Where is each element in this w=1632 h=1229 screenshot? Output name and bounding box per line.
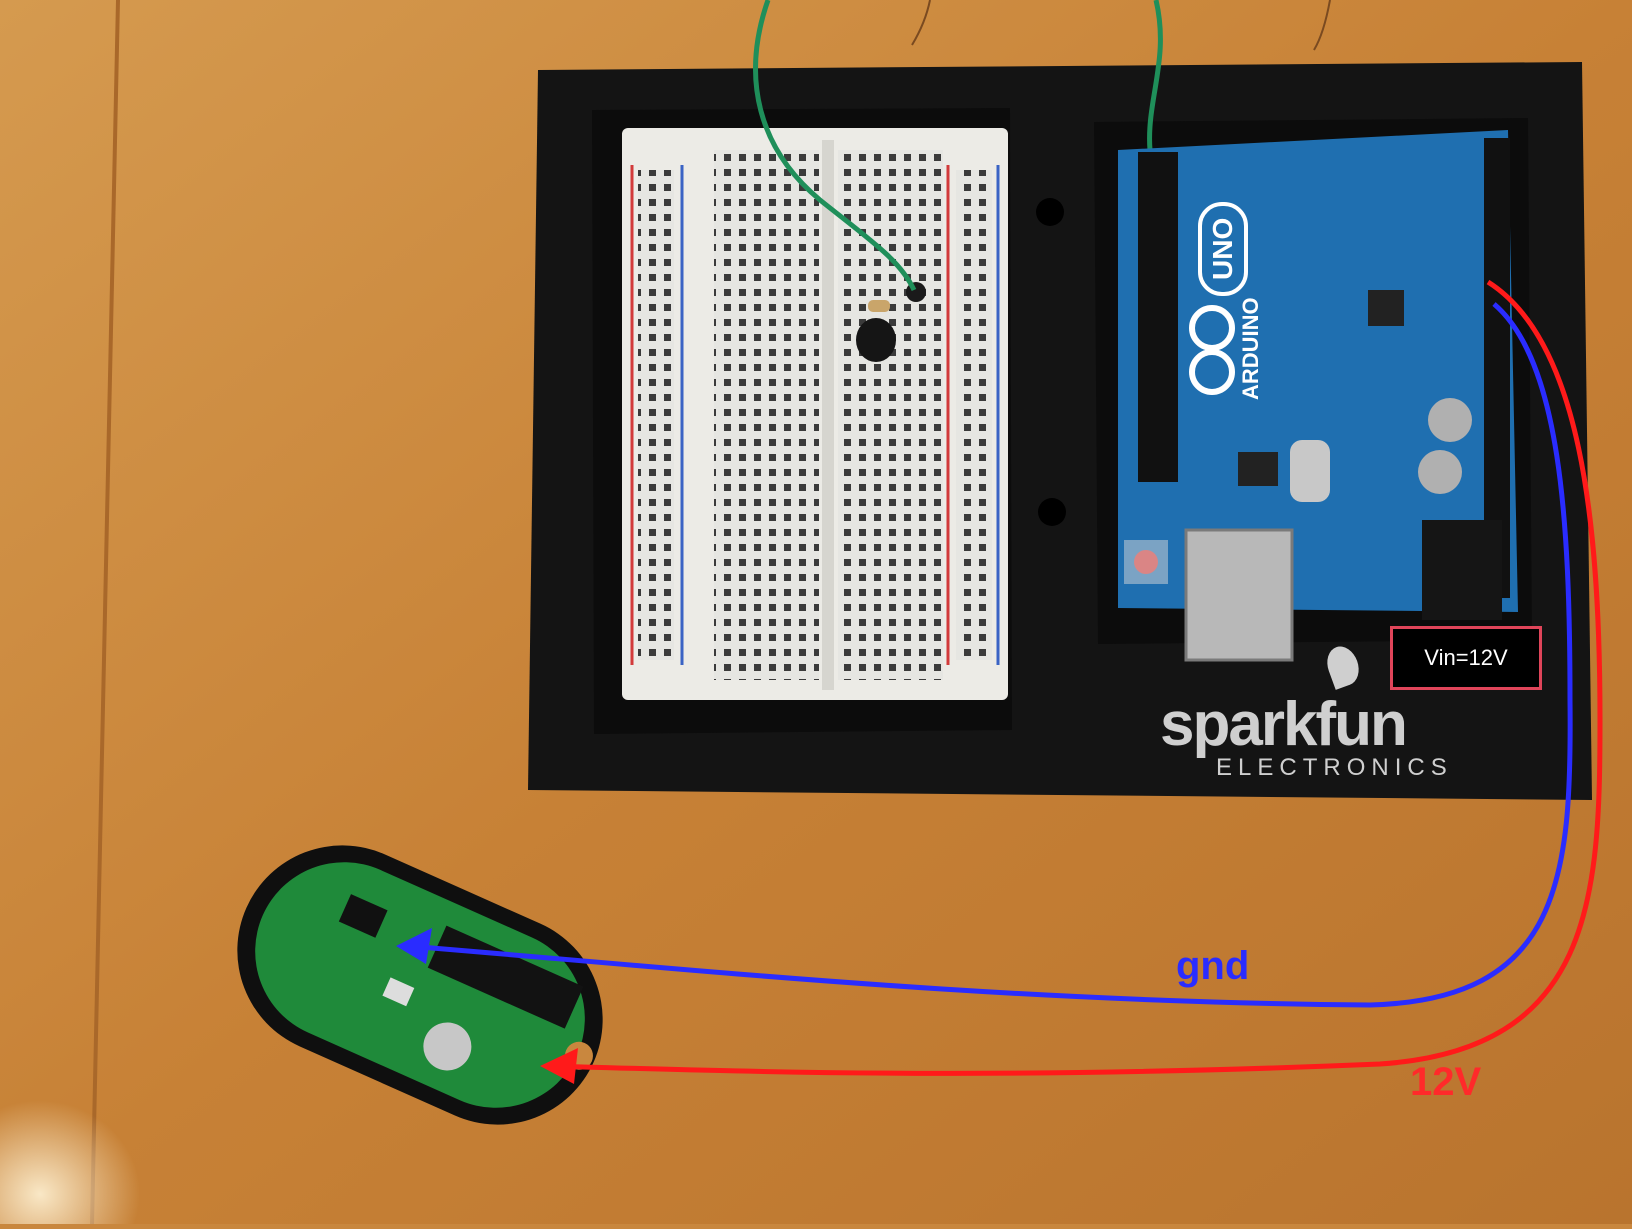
breadboard-terminal-right [838,150,943,680]
gnd-arrow-head [396,928,432,964]
breadboard-terminal-left [714,150,819,680]
arduino-uno [1118,130,1518,612]
reset-button-housing [1124,540,1168,584]
fob-button [382,977,415,1007]
vin-label-box: Vin=12V [1390,626,1542,690]
uno-logo: UNO [1198,202,1248,296]
thin-wire [911,0,931,46]
arduino-power-jack [1422,520,1502,620]
gnd-label: gnd [1176,944,1250,988]
arduino-text: ARDUINO [1238,297,1263,400]
mount-hole [1038,498,1066,526]
thin-wire [1313,0,1331,51]
mount-hole [1036,198,1064,226]
arduino-usb-port [1184,528,1294,662]
gnd-wire [407,302,1573,1008]
arduino-crystal [1290,440,1330,502]
fob-chip [338,894,388,938]
breadboard-rail-right [956,170,992,660]
arduino-usb-chip [1238,452,1278,486]
sparkfun-logo: sparkfun ELECTRONICS [1160,642,1453,781]
v12-wire [549,279,1603,1076]
green-wire [753,0,917,292]
svg-text:UNO: UNO [1207,218,1238,280]
v12-arrow-head [540,1048,578,1084]
arduino-infinity-logo [1189,305,1235,395]
capacitor [1428,398,1472,442]
capacitor [1418,450,1462,494]
breadboard-rail-left [638,170,674,660]
arduino-chip [1368,290,1404,326]
sparkfun-subtitle: ELECTRONICS [1216,754,1453,781]
transistor [856,318,896,362]
fob-capacitor [423,1022,472,1071]
resistor [868,300,890,312]
v12-label: 12V [1410,1060,1482,1104]
breadboard-center-channel [822,140,834,690]
arduino-header-top [1138,152,1178,482]
sparkfun-brand: sparkfun [1160,690,1408,759]
vin-label: Vin=12V [1424,645,1508,670]
